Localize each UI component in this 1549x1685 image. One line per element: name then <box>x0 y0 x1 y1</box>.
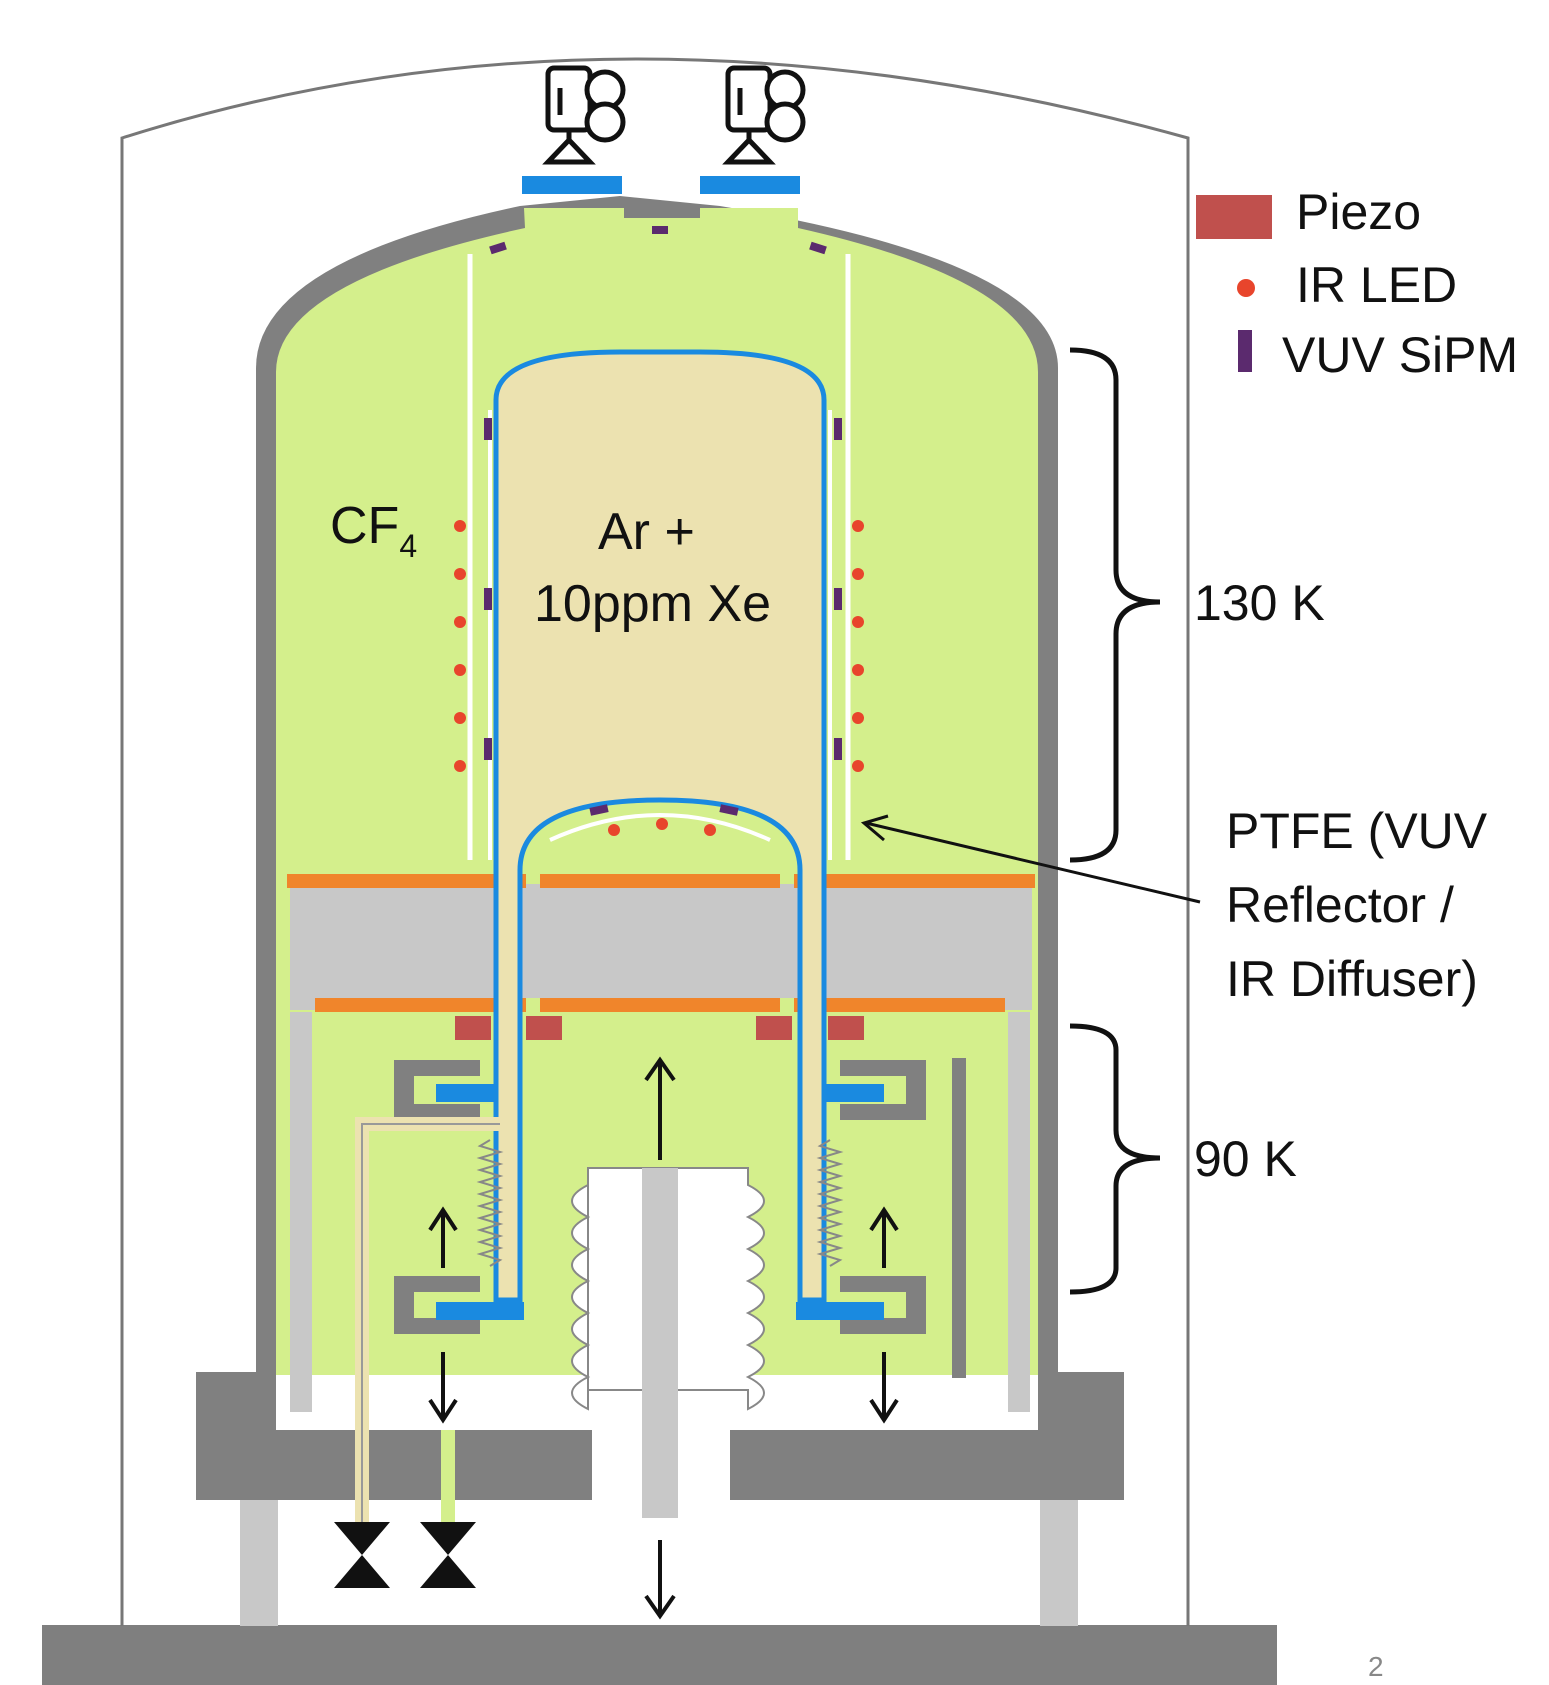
reentrant-white-liner <box>549 813 771 842</box>
seal-pad <box>436 1084 498 1102</box>
viewport-right <box>700 176 800 194</box>
piezo-marker <box>455 1016 491 1040</box>
support-leg-right <box>1040 1490 1078 1626</box>
ptfe-label-line1: PTFE (VUV <box>1226 803 1488 859</box>
vuv-sipm-marker <box>652 226 668 234</box>
seal-pad <box>822 1084 884 1102</box>
vuv-sipm-marker <box>809 241 827 255</box>
vuv-sipm-marker <box>719 804 739 816</box>
inner-jar <box>493 349 827 1303</box>
piezo-marker <box>828 1016 864 1040</box>
inner-gas-label-line2: 10ppm Xe <box>534 575 771 633</box>
valve-icon <box>420 1522 476 1588</box>
outer-vacuum-dome <box>120 57 1190 1626</box>
arrow-down-left <box>428 1352 458 1424</box>
camera-icon <box>722 65 806 165</box>
seal-pad <box>796 1302 884 1320</box>
ptfe-label-line3: IR Diffuser) <box>1226 951 1478 1007</box>
vuv-sipm-marker <box>834 418 842 440</box>
feed-line-right <box>441 1430 455 1540</box>
side-post-left-light <box>290 1012 312 1412</box>
side-post-right <box>952 1058 966 1378</box>
legend-ir-led-label: IR LED <box>1296 257 1457 313</box>
support-leg-left <box>240 1490 278 1626</box>
temp-label-130k: 130 K <box>1194 575 1325 631</box>
piezo-marker <box>526 1016 562 1040</box>
cf4-label: CF4 <box>330 497 417 564</box>
legend-vuv-sipm-swatch <box>1238 330 1252 372</box>
ir-led-column-right <box>852 520 864 772</box>
small-bellows-right <box>816 1139 844 1267</box>
valve-icon <box>334 1522 390 1588</box>
vuv-sipm-marker <box>484 588 492 610</box>
vuv-sipm-marker <box>484 738 492 760</box>
vuv-sipm-marker <box>489 241 507 255</box>
legend-piezo-swatch <box>1196 195 1272 239</box>
arrow-up-center <box>644 1056 676 1160</box>
small-bellows-left <box>476 1139 504 1267</box>
bottom-flange <box>730 1372 1124 1500</box>
feed-line-left <box>361 1123 500 1540</box>
ptfe-pointer-head <box>860 814 889 842</box>
arrow-up-right <box>869 1206 899 1268</box>
vuv-sipm-marker <box>834 588 842 610</box>
brace-130k <box>1069 347 1161 863</box>
piezo-marker <box>756 1016 792 1040</box>
brace-90k <box>1069 1023 1161 1295</box>
legend-vuv-sipm-label: VUV SiPM <box>1282 327 1518 383</box>
vuv-sipm-marker <box>484 418 492 440</box>
camera-icon <box>542 65 626 165</box>
page-number: 2 <box>1368 1651 1384 1682</box>
viewport-left <box>522 176 622 194</box>
ptfe-label-line2: Reflector / <box>1226 877 1454 933</box>
ptfe-pointer-line <box>865 821 1201 904</box>
ir-led-row-reentrant <box>608 818 716 836</box>
arrow-down-center <box>644 1540 676 1620</box>
vuv-sipm-marker <box>589 804 609 816</box>
legend-ir-led-swatch <box>1237 279 1255 297</box>
ir-led-column-left <box>454 520 466 772</box>
arrow-up-left <box>428 1206 458 1268</box>
inner-gas-label-line1: Ar + <box>598 503 695 561</box>
base-plate <box>42 1625 1277 1685</box>
orange-plate-center-lower <box>540 998 780 1012</box>
arrow-down-right <box>869 1352 899 1424</box>
reentrant-flange-band <box>526 884 794 998</box>
bottom-flange <box>196 1372 592 1500</box>
vuv-sipm-marker <box>834 738 842 760</box>
seal-pad <box>436 1302 524 1320</box>
orange-plate-center-upper <box>540 874 780 888</box>
legend-piezo-label: Piezo <box>1296 184 1421 240</box>
piston-rod <box>642 1168 678 1518</box>
temp-label-90k: 90 K <box>1194 1131 1297 1187</box>
side-post-right-light <box>1008 1012 1030 1412</box>
